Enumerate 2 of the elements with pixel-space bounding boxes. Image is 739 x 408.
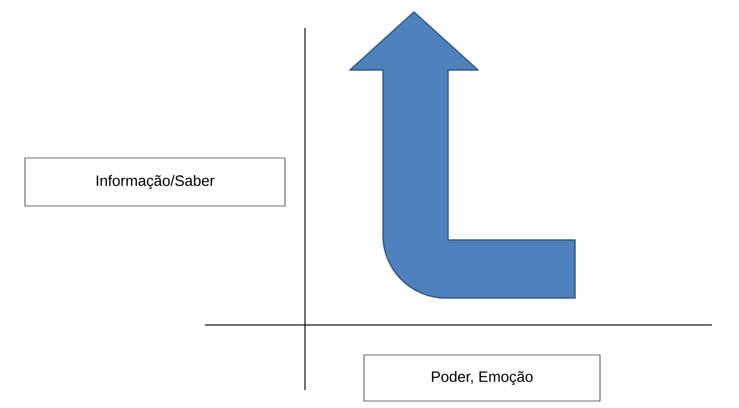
label-box: Poder, Emoção (364, 354, 600, 402)
label-box: Informação/Saber (24, 158, 286, 206)
